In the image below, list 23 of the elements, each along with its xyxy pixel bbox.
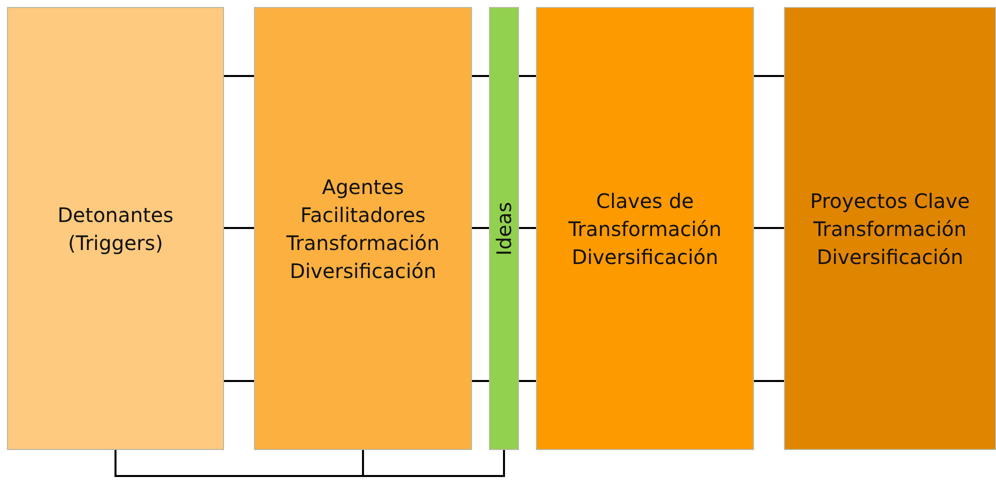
connector-line: [519, 227, 536, 229]
process-box: [7, 7, 224, 450]
box-label: Agentes Facilitadores Transformación Diversificación: [285, 174, 441, 284]
process-box: [254, 7, 472, 450]
connector-line: [754, 75, 784, 77]
connector-line: [362, 450, 505, 477]
connector-line: [472, 75, 489, 77]
connector-line: [519, 380, 536, 382]
connector-line: [472, 380, 489, 382]
connector-line: [224, 380, 254, 382]
connector-line: [224, 227, 254, 229]
box-label: Claves de Transformación Diversificación: [567, 188, 723, 270]
process-box: [536, 7, 754, 450]
connector-line: [472, 227, 489, 229]
connector-line: [224, 75, 254, 77]
box-label: Detonantes (Triggers): [56, 202, 174, 256]
box-label: Ideas: [491, 202, 517, 256]
connector-line: [754, 227, 784, 229]
process-box: [784, 7, 996, 450]
connector-line: [754, 380, 784, 382]
box-label: Proyectos Clave Transformación Diversificación: [809, 188, 971, 270]
connector-line: [519, 75, 536, 77]
vertical-bar: [489, 7, 519, 450]
